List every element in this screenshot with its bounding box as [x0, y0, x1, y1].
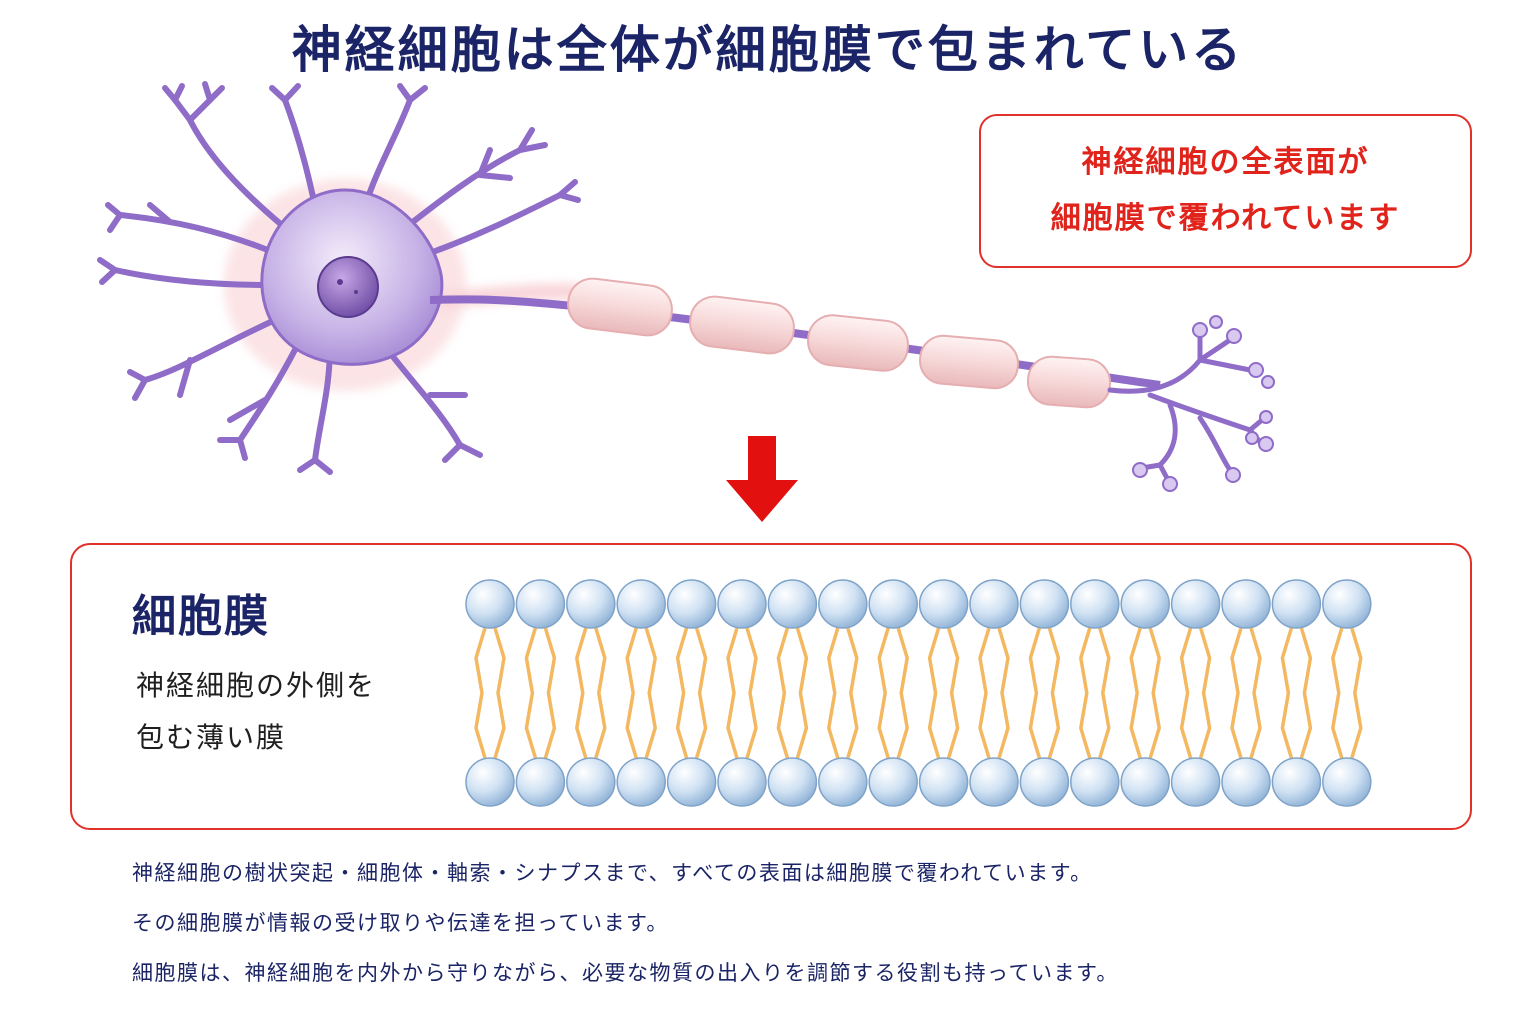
phosphate-head: [1070, 757, 1120, 807]
phosphate-head: [1170, 579, 1221, 629]
phosphate-head: [818, 579, 868, 629]
phosphate-head: [1322, 757, 1372, 807]
phosphate-head: [818, 757, 868, 807]
phosphate-head: [666, 757, 717, 807]
phosphate-head: [868, 579, 918, 629]
lipid-tails: [1028, 627, 1061, 759]
lipid-tails: [1230, 627, 1262, 759]
explanation-line-3: 細胞膜は、神経細胞を内外から守りながら、必要な物質の出入りを調節する役割も持って…: [132, 961, 1119, 985]
lipid-tails: [1129, 627, 1161, 759]
phosphate-head: [717, 757, 767, 807]
phospholipid-bilayer: [465, 579, 1372, 807]
phosphate-head: [465, 757, 515, 807]
phosphate-head: [767, 579, 818, 629]
lipid-tails: [827, 627, 859, 759]
phosphate-head: [1221, 757, 1271, 807]
lipid-tails: [726, 627, 758, 759]
page-title: 神経細胞は全体が細胞膜で包まれている: [291, 21, 1245, 79]
phosphate-head: [515, 757, 566, 807]
phosphate-head: [1322, 579, 1372, 629]
explanation-line-1: 神経細胞の樹状突起・細胞体・軸索・シナプスまで、すべての表面は細胞膜で覆われてい…: [132, 861, 1093, 885]
phosphate-head: [767, 757, 818, 807]
lipid-tails: [625, 627, 657, 759]
phosphate-head: [969, 757, 1019, 807]
explanation-text: 神経細胞の樹状突起・細胞体・軸索・シナプスまで、すべての表面は細胞膜で覆われてい…: [132, 848, 1119, 998]
down-arrow-icon: [726, 436, 798, 522]
lipid-tails: [1179, 627, 1212, 759]
phosphate-head: [1019, 757, 1070, 807]
phosphate-head: [566, 579, 616, 629]
lipid-tails: [1331, 627, 1363, 759]
lipid-tails: [927, 627, 960, 759]
phosphate-head: [1271, 757, 1322, 807]
phosphate-head: [918, 579, 969, 629]
phosphate-head: [616, 757, 666, 807]
callout-line-2: 細胞膜で覆われています: [1050, 201, 1401, 236]
lipid-tails: [1280, 627, 1313, 759]
lipid-tails: [474, 627, 506, 759]
membrane-desc-line-1: 神経細胞の外側を: [136, 669, 377, 702]
explanation-line-2: その細胞膜が情報の受け取りや伝達を担っています。: [132, 911, 669, 935]
lipid-tails: [877, 627, 909, 759]
phosphate-head: [616, 579, 666, 629]
lipid-tails: [575, 627, 607, 759]
phosphate-head: [666, 579, 717, 629]
membrane-description: 神経細胞の外側を 包む薄い膜: [136, 660, 376, 764]
phosphate-head: [1170, 757, 1221, 807]
lipid-tails: [675, 627, 708, 759]
phosphate-head: [1271, 579, 1322, 629]
phosphate-head: [1120, 757, 1170, 807]
phosphate-head: [515, 579, 566, 629]
nucleus: [317, 256, 379, 318]
phosphate-head: [1221, 579, 1271, 629]
lipid-tails: [978, 627, 1010, 759]
axon-terminals: [1107, 332, 1265, 483]
membrane-desc-line-2: 包む薄い膜: [136, 721, 287, 754]
phosphate-head: [1019, 579, 1070, 629]
phosphate-head: [465, 579, 515, 629]
lipid-tails: [524, 627, 557, 759]
phosphate-head: [918, 757, 969, 807]
lipid-tails: [1079, 627, 1111, 759]
phosphate-head: [1070, 579, 1120, 629]
phosphate-head: [1120, 579, 1170, 629]
synaptic-knobs: [1132, 315, 1275, 492]
callout-box: 神経細胞の全表面が 細胞膜で覆われています: [979, 114, 1472, 268]
phosphate-head: [969, 579, 1019, 629]
myelin-sheaths: [567, 277, 1112, 409]
phosphate-head: [717, 579, 767, 629]
neuron-illustration: [97, 81, 1275, 492]
callout-line-1: 神経細胞の全表面が: [1081, 145, 1370, 180]
phosphate-head: [868, 757, 918, 807]
lipid-tails: [776, 627, 809, 759]
phosphate-head: [566, 757, 616, 807]
membrane-title: 細胞膜: [132, 591, 270, 642]
